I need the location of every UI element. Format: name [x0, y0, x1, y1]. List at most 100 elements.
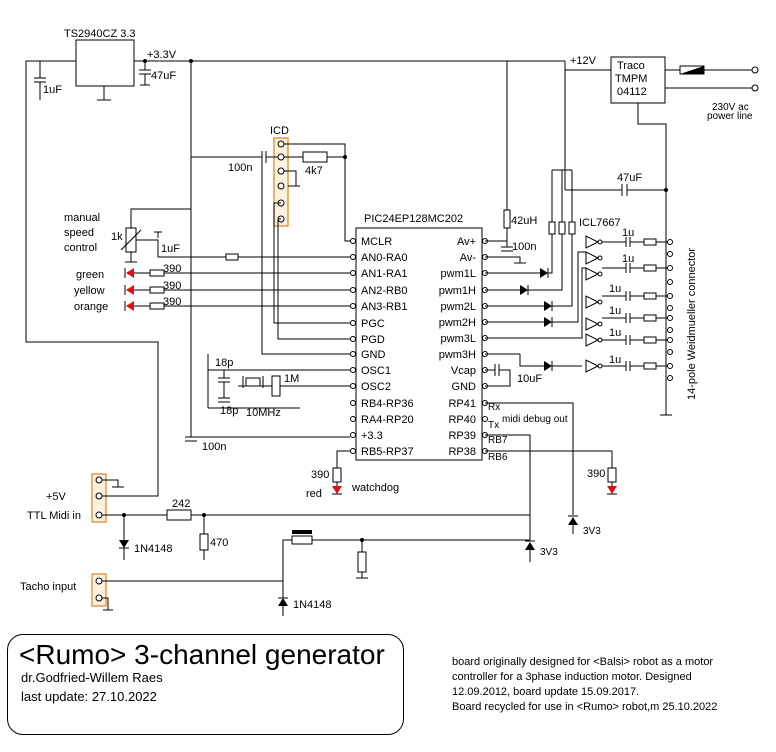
- author-text: dr.Godfried-Willem Raes: [21, 670, 163, 685]
- driver-section: ICL7667: [485, 61, 698, 400]
- inputs-section: +5V TTL Midi in 242 1N4148 470 3V3 3V3: [20, 300, 601, 616]
- connector-label: 14-pole Weidmueller connector: [686, 248, 698, 400]
- icd-label: ICD: [270, 125, 289, 137]
- diode2-label: 1N4148: [293, 599, 332, 611]
- cap-47uf-12v-label: 47uF: [617, 172, 642, 184]
- connector-pins: [666, 239, 673, 381]
- driver-cap-2: 1u: [622, 253, 634, 265]
- r242-label: 242: [172, 498, 190, 510]
- driver-label: ICL7667: [579, 217, 621, 229]
- mcu-pin-an0: AN0-RA0: [361, 252, 407, 264]
- mcu-right-pins: Av+ Av- pwm1L pwm1H pwm2L pwm2H pwm3L pw…: [439, 236, 508, 463]
- mcu-label: PIC24EP128MC202: [364, 213, 463, 225]
- note-line-4: Board recycled for use in <Rumo> robot,m…: [452, 701, 718, 713]
- mcu-pin-pgd: PGD: [361, 334, 385, 346]
- driver-cap-1: 1u: [622, 227, 634, 239]
- led-orange-label: orange: [74, 301, 108, 313]
- traco-line-2: TMPM: [615, 73, 647, 85]
- r470-label: 470: [210, 537, 228, 549]
- mcu-left-pins: MCLR AN0-RA0 AN1-RA1 AN2-RB0 AN3-RB1 PGC…: [350, 236, 414, 458]
- mcu-pin-rp39: RP39: [448, 430, 476, 442]
- regulator-label: TS2940CZ 3.3: [64, 28, 136, 40]
- mcu-pin-vcap: Vcap: [451, 365, 476, 377]
- speed-label-3: control: [64, 242, 97, 254]
- midi-in-label: TTL Midi in: [27, 510, 81, 522]
- rail-12v-label: +12V: [570, 55, 597, 67]
- osc-r-label: 1M: [284, 373, 299, 385]
- mcu-pin-mclr: MCLR: [361, 236, 392, 248]
- tag-tx: Tx: [488, 420, 499, 431]
- zener2-label: 3V3: [540, 547, 558, 558]
- mcu-pin-pgc: PGC: [361, 318, 385, 330]
- note-line-3: 12.09.2012, board update 15.09.2017.: [452, 686, 640, 698]
- zener1-label: 3V3: [583, 526, 601, 537]
- watchdog-section: 390 red watchdog: [306, 450, 399, 500]
- osc-cap-1-label: 18p: [215, 357, 233, 369]
- led-yellow-r: 390: [163, 280, 181, 292]
- pot-cap-label: 1uF: [161, 243, 180, 255]
- icd-header: [273, 137, 289, 227]
- design-notes: board originally designed for <Balsi> ro…: [452, 655, 772, 715]
- mcu-pin-avplus: Av+: [457, 236, 476, 248]
- mcu-pin-rb4: RB4-RP36: [361, 398, 414, 410]
- update-text: last update: 27.10.2022: [21, 689, 157, 704]
- mcu-pin-rp38: RP38: [448, 446, 476, 458]
- watchdog-led-label: red: [306, 488, 322, 500]
- inductor-label: 42uH: [511, 215, 537, 227]
- mcu-pin-an1: AN1-RA1: [361, 268, 407, 280]
- mcu-pin-an3: AN3-RB1: [361, 301, 407, 313]
- avcc-section: 42uH 100n 10uF midi debug out: [485, 61, 568, 425]
- mcu-pin-osc1: OSC1: [361, 365, 391, 377]
- decoupling-section: 100n: [185, 436, 350, 453]
- crystal-label: 10MHz: [246, 407, 281, 419]
- driver-cap-3: 1u: [609, 283, 621, 295]
- driver-cap-4: 1u: [609, 305, 621, 317]
- tag-rx: Rx: [488, 402, 500, 413]
- diode1-label: 1N4148: [134, 543, 173, 555]
- mcu-pin-osc2: OSC2: [361, 381, 391, 393]
- mcu-pin-pwm2l: pwm2L: [441, 301, 476, 313]
- speed-label-2: speed: [64, 227, 94, 239]
- mcu-pin-gnd-left: GND: [361, 349, 386, 361]
- cap-47uf-label: 47uF: [151, 70, 176, 82]
- mcu-pin-gnd-right: GND: [452, 381, 477, 393]
- av-cap-label: 100n: [512, 241, 536, 253]
- rail-3v3-label: +3.3V: [147, 49, 177, 61]
- rb6-section: 390: [485, 450, 617, 495]
- vcap-label: 10uF: [517, 373, 542, 385]
- title-block: <Rumo> 3-channel generator dr.Godfried-W…: [7, 634, 404, 735]
- mcu-pin-an2: AN2-RB0: [361, 285, 407, 297]
- oscillator-section: 18p 18p 10MHz 1M: [207, 354, 350, 419]
- traco-module: [610, 56, 666, 104]
- mcu-section: PIC24EP128MC202 MCLR AN0-RA0 AN1-RA1 AN2…: [350, 213, 508, 463]
- driver-cap-6: 1u: [609, 354, 621, 366]
- mains-label-2: power line: [707, 111, 753, 122]
- mcu-pin-pwm1h: pwm1H: [439, 285, 476, 297]
- mcu-body: [355, 227, 483, 461]
- mains-label-1: 230V ac: [712, 102, 749, 113]
- led-orange-r: 390: [163, 296, 181, 308]
- power-section: +12V Traco TMPM 04112 230V ac power line…: [564, 55, 759, 416]
- title-text: <Rumo> 3-channel generator: [19, 639, 385, 670]
- note-line-1: board originally designed for <Balsi> ro…: [452, 656, 714, 668]
- mcu-pin-pwm2h: pwm2H: [439, 317, 476, 329]
- midi-debug-label: midi debug out: [502, 414, 568, 425]
- led-green-r: 390: [163, 263, 181, 275]
- watchdog-r-label: 390: [311, 469, 329, 481]
- driver-buffers: [585, 235, 603, 373]
- icd-cap-label: 100n: [228, 162, 252, 174]
- pot-1k-label: 1k: [111, 231, 123, 243]
- icd-section: ICD 4k7 100n: [191, 125, 350, 355]
- plus5v-label: +5V: [46, 491, 67, 503]
- osc-cap-2-label: 18p: [220, 405, 238, 417]
- tag-rb7: RB7: [488, 435, 508, 446]
- analog-section: manual speed control 1k 1uF green 390 ye…: [64, 208, 350, 313]
- regulator-section: TS2940CZ 3.3 +3.3V 1uF 47uF: [25, 28, 565, 437]
- mcu-pin-pwm3l: pwm3L: [441, 333, 476, 345]
- tacho-label: Tacho input: [20, 581, 76, 593]
- mcu-pin-rp41: RP41: [448, 398, 476, 410]
- tag-rb6: RB6: [488, 452, 508, 463]
- watchdog-label: watchdog: [351, 482, 399, 494]
- traco-line-1: Traco: [617, 60, 645, 72]
